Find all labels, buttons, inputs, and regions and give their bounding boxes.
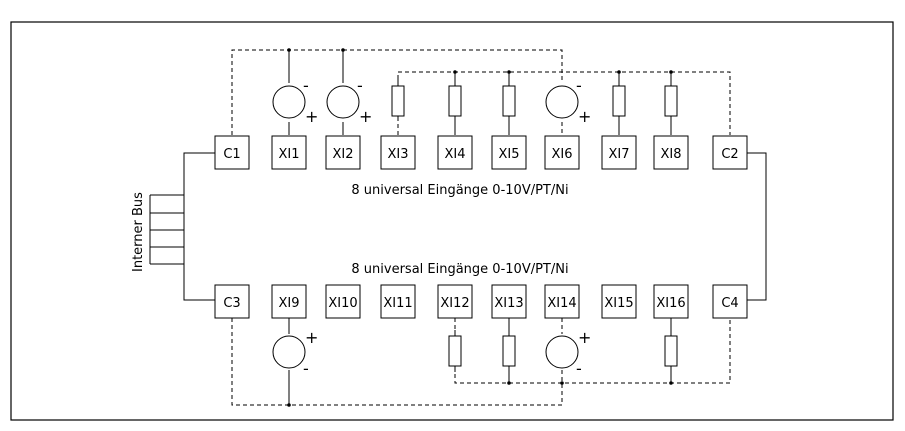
source-xi6: - + bbox=[545, 76, 591, 126]
resistor-xi16 bbox=[664, 335, 678, 367]
minus-sign: - bbox=[357, 76, 363, 95]
bus-lines bbox=[149, 152, 767, 301]
terminal-label: XI13 bbox=[494, 296, 523, 311]
voltage-sources: - + - + - + + - + - bbox=[272, 76, 591, 378]
source-xi2: - + bbox=[326, 76, 372, 126]
terminal-row-bottom: C3 XI9 XI10 XI11 XI12 XI13 XI14 XI15 XI16 C4 bbox=[214, 284, 748, 319]
resistor-xi5 bbox=[502, 85, 516, 117]
resistor-xi7 bbox=[612, 85, 626, 117]
minus-sign: - bbox=[576, 76, 582, 95]
terminal-xi6: XI6 bbox=[544, 135, 580, 170]
terminal-xi11: XI11 bbox=[380, 284, 416, 319]
resistor-xi3 bbox=[391, 85, 405, 117]
terminal-label: XI14 bbox=[547, 296, 576, 311]
terminal-label: XI15 bbox=[604, 296, 633, 311]
outer-frame bbox=[10, 21, 894, 421]
resistor-xi4 bbox=[448, 85, 462, 117]
terminal-label: XI3 bbox=[387, 147, 408, 162]
terminal-xi13: XI13 bbox=[491, 284, 527, 319]
plus-sign: + bbox=[359, 107, 372, 126]
plus-sign: + bbox=[578, 328, 591, 347]
terminal-c1: C1 bbox=[214, 135, 250, 170]
top-inputs-label: 8 universal Eingänge 0-10V/PT/Ni bbox=[351, 183, 568, 198]
resistors bbox=[391, 85, 678, 367]
terminal-xi14: XI14 bbox=[544, 284, 580, 319]
resistor-xi12 bbox=[448, 335, 462, 367]
terminal-xi3: XI3 bbox=[380, 135, 416, 170]
terminal-label: C2 bbox=[721, 147, 738, 162]
plus-sign: + bbox=[578, 107, 591, 126]
resistor-xi13 bbox=[502, 335, 516, 367]
terminal-c3: C3 bbox=[214, 284, 250, 319]
terminal-label: XI4 bbox=[444, 147, 465, 162]
source-xi1: - + bbox=[272, 76, 318, 126]
terminal-label: XI6 bbox=[551, 147, 572, 162]
bus-label: Interner Bus bbox=[131, 192, 146, 272]
terminal-label: XI7 bbox=[608, 147, 629, 162]
terminal-c4: C4 bbox=[712, 284, 748, 319]
bottom-wiring bbox=[231, 318, 731, 407]
terminal-xi1: XI1 bbox=[271, 135, 307, 170]
terminal-label: XI5 bbox=[498, 147, 519, 162]
plus-sign: + bbox=[305, 328, 318, 347]
terminal-xi12: XI12 bbox=[437, 284, 473, 319]
terminal-xi5: XI5 bbox=[491, 135, 527, 170]
minus-sign: - bbox=[303, 76, 309, 95]
terminal-label: XI12 bbox=[440, 296, 469, 311]
terminal-label: XI11 bbox=[383, 296, 412, 311]
resistor-xi8 bbox=[664, 85, 678, 117]
terminal-label: XI9 bbox=[278, 296, 299, 311]
terminal-label: XI8 bbox=[660, 147, 681, 162]
source-xi14: + - bbox=[545, 328, 591, 378]
terminal-xi2: XI2 bbox=[325, 135, 361, 170]
terminal-label: XI1 bbox=[278, 147, 299, 162]
minus-sign: - bbox=[303, 359, 309, 378]
bottom-inputs-label: 8 universal Eingänge 0-10V/PT/Ni bbox=[351, 262, 568, 277]
terminal-xi9: XI9 bbox=[271, 284, 307, 319]
terminal-c2: C2 bbox=[712, 135, 748, 170]
terminal-label: C4 bbox=[721, 296, 738, 311]
terminal-label: XI16 bbox=[656, 296, 685, 311]
terminal-label: C3 bbox=[223, 296, 240, 311]
terminal-label: XI10 bbox=[328, 296, 357, 311]
terminal-xi7: XI7 bbox=[601, 135, 637, 170]
terminal-row-top: C1 XI1 XI2 XI3 XI4 XI5 XI6 XI7 XI8 C2 bbox=[214, 135, 748, 170]
plus-sign: + bbox=[305, 107, 318, 126]
terminal-xi10: XI10 bbox=[325, 284, 361, 319]
terminal-label: XI2 bbox=[332, 147, 353, 162]
source-xi9: + - bbox=[272, 328, 318, 378]
terminal-label: C1 bbox=[223, 147, 240, 162]
terminal-xi4: XI4 bbox=[437, 135, 473, 170]
terminal-xi8: XI8 bbox=[653, 135, 689, 170]
terminal-xi15: XI15 bbox=[601, 284, 637, 319]
terminal-xi16: XI16 bbox=[653, 284, 689, 319]
minus-sign: - bbox=[576, 359, 582, 378]
